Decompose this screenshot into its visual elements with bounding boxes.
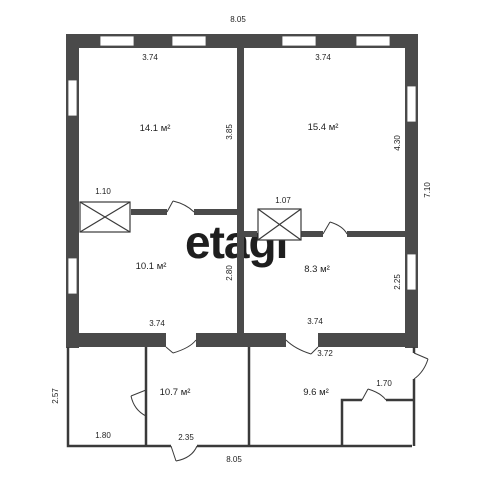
dim-bottom-total: 8.05 [226,455,242,464]
dim-room2-width: 3.74 [315,53,331,62]
dim-room6-niche: 1.70 [376,379,392,388]
room6-area: 9.6 м² [303,387,329,398]
door-room3-room5[interactable] [165,339,197,354]
window-top-3 [281,35,317,47]
window-top-2 [171,35,207,47]
dim-left-lower: 2.57 [51,388,60,404]
room-area-labels: 14.1 м² 15.4 м² 10.1 м² 8.3 м² 10.7 м² 9… [136,122,339,398]
windows [67,35,417,295]
room4-area: 8.3 м² [304,264,330,275]
door-room1-room3[interactable] [166,200,195,213]
dim-top-total: 8.05 [230,15,246,24]
window-top-4 [355,35,391,47]
dim-shaft2: 1.07 [275,196,291,205]
door-annex-left[interactable] [130,389,147,417]
dim-shaft1: 1.10 [95,187,111,196]
dim-room4-height: 2.25 [393,274,402,290]
dim-room1-height: 3.85 [225,124,234,140]
room2-area: 15.4 м² [308,122,339,133]
dimension-labels: 8.05 3.74 3.74 3.85 4.30 7.10 1.10 1.07 … [51,15,432,464]
dim-room6-width: 3.72 [317,349,333,358]
dim-right-total: 7.10 [423,182,432,198]
door-room2-room4[interactable] [322,221,348,235]
window-top-1 [99,35,135,47]
dim-room2-height: 4.30 [393,135,402,151]
room5-area: 10.7 м² [160,387,191,398]
dim-room1-width: 3.74 [142,53,158,62]
annex-walls [66,347,416,448]
ventilation-shaft-2 [257,208,302,241]
main-walls [66,34,418,348]
dim-room3-height: 2.80 [225,265,234,281]
door-swings [130,200,429,462]
dim-room5-right: 2.35 [178,433,194,442]
window-right-1 [406,85,417,123]
door-niche[interactable] [361,388,387,401]
dim-room4-width: 3.74 [307,317,323,326]
dim-room5-left: 1.80 [95,431,111,440]
door-room6-outside[interactable] [413,352,429,380]
window-left-1 [67,79,78,117]
ventilation-shaft-1 [79,201,131,233]
dim-room3-width: 3.74 [149,319,165,328]
window-right-2 [406,253,417,291]
room1-area: 14.1 м² [140,123,171,134]
door-gaps [166,333,318,347]
door-room4-room6[interactable] [285,339,319,355]
window-left-2 [67,257,78,295]
door-room5-outside[interactable] [170,445,198,462]
room3-area: 10.1 м² [136,261,167,272]
